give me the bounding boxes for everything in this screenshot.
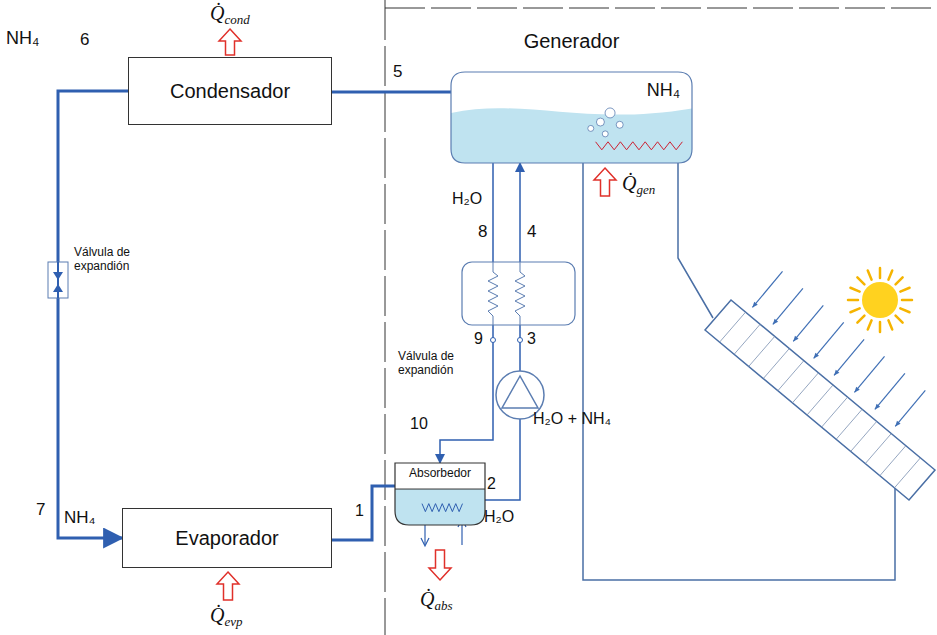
callout-number: 10 — [410, 415, 428, 433]
annotation-label: NH₄ — [6, 28, 39, 49]
annotation-label: H₂O + NH₄ — [533, 410, 611, 428]
heat-flow-label: Q̇evp — [210, 604, 243, 630]
node-title: Condensador — [170, 80, 290, 103]
evaporator-box: Evaporador — [122, 508, 332, 568]
solar-collector — [705, 271, 935, 500]
flow-pipe — [332, 486, 395, 540]
callout-number: 3 — [527, 330, 536, 348]
flow-pipe — [58, 91, 128, 538]
absorber-vessel: Absorbedor — [395, 463, 485, 525]
callout-number: 9 — [474, 330, 483, 348]
heat-flow-label: Q̇gen — [622, 172, 655, 198]
solar-loop-pipe — [583, 150, 895, 580]
annotation-label: H₂O — [452, 190, 482, 208]
flow-pipe — [485, 163, 520, 500]
expansion-valve — [48, 262, 68, 298]
flow-pipe — [332, 91, 451, 94]
annotation-label: H₂O — [484, 508, 514, 526]
generator-vessel: GeneradorNH₄ — [451, 72, 692, 163]
node-content: NH₄ — [647, 80, 680, 101]
heat-flow-label: Q̇abs — [420, 588, 453, 614]
condenser-box: Condensador — [128, 57, 332, 125]
node-title: Evaporador — [175, 527, 278, 550]
callout-number: 4 — [527, 222, 536, 242]
heat-flow-label: Q̇cond — [210, 2, 250, 28]
annotation-label: Válvula de expandión — [398, 350, 483, 378]
heat-exchanger — [462, 262, 575, 325]
callout-number: 5 — [393, 62, 402, 82]
callout-number: 2 — [487, 475, 496, 493]
callout-number: 6 — [80, 30, 89, 50]
state-point-dots — [491, 338, 523, 343]
node-title: Absorbedor — [395, 467, 485, 481]
callout-number: 1 — [355, 502, 364, 520]
callout-number: 7 — [36, 500, 45, 520]
sun-symbol — [848, 268, 912, 332]
annotation-label: Válvula de expandión — [74, 246, 164, 274]
node-title: Generador — [451, 30, 692, 53]
callout-number: 8 — [478, 222, 487, 242]
system-boundary — [385, 0, 937, 635]
annotation-label: NH₄ — [64, 508, 96, 528]
